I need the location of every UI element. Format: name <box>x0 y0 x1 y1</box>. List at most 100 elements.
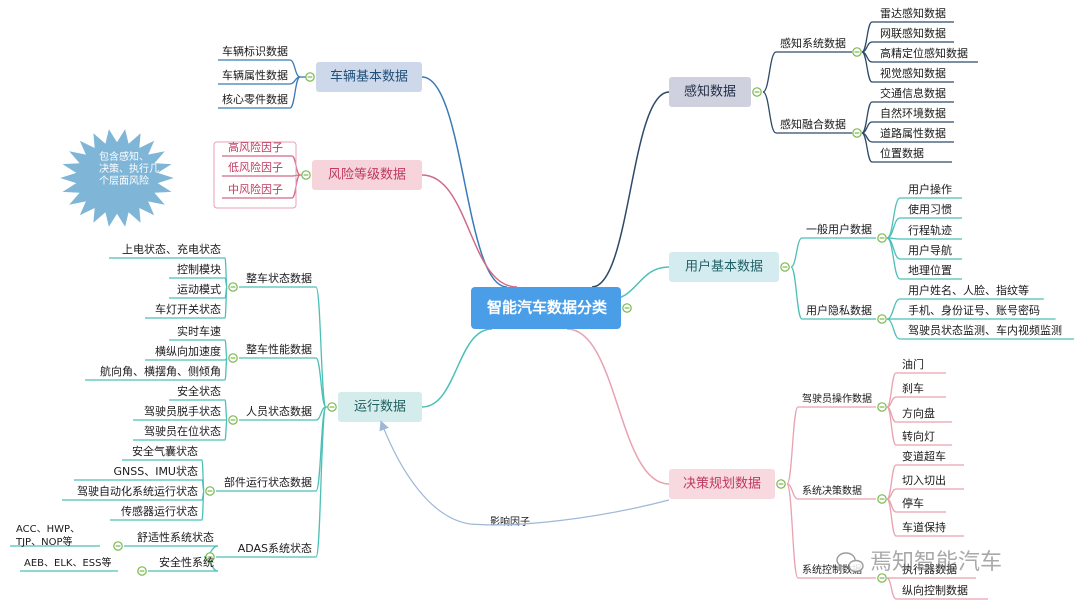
main-topic-box <box>316 62 422 92</box>
sub-topic: 一般用户数据 <box>806 222 872 236</box>
connector-line <box>224 339 228 359</box>
main-topic-box <box>312 160 422 190</box>
leaf-node: 安全气囊状态 <box>132 444 198 458</box>
leaf-node: 高风险因子 <box>228 140 283 154</box>
connector-line <box>224 399 228 421</box>
leaf-node: 车辆属性数据 <box>222 68 288 82</box>
leaf-node: 实时车速 <box>177 324 221 338</box>
branch-line <box>421 328 493 408</box>
collapse-toggle[interactable] <box>622 303 632 313</box>
leaf-node: 驾驶员状态监测、车内视频监测 <box>908 323 1062 337</box>
sub-topic: 整车性能数据 <box>246 342 312 356</box>
sub-topic: 部件运行状态数据 <box>224 475 312 489</box>
leaf-node: 雷达感知数据 <box>880 6 946 20</box>
main-topic[interactable] <box>338 392 422 422</box>
collapse-toggle[interactable] <box>852 128 862 138</box>
main-topic[interactable] <box>312 160 422 190</box>
leaf-node: 自然环境数据 <box>880 106 946 120</box>
leaf-node: 运动模式 <box>177 283 221 296</box>
leaf-node: 用户操作 <box>908 182 952 196</box>
connector-line <box>201 490 205 521</box>
main-topic-label: 感知数据 <box>684 84 736 100</box>
collapse-toggle[interactable] <box>228 282 238 292</box>
collapse-toggle[interactable] <box>877 314 887 324</box>
connector-line <box>786 483 799 579</box>
connector-line <box>886 406 897 446</box>
connector-line <box>224 357 228 381</box>
leaf-node: 横纵向加速度 <box>155 344 221 358</box>
sub-topic: 人员状态数据 <box>246 404 312 418</box>
collapse-toggle[interactable] <box>205 486 215 496</box>
branch-line <box>421 76 508 288</box>
collapse-toggle[interactable] <box>752 87 762 97</box>
leaf-node: 位置数据 <box>880 146 924 160</box>
leaf-node: 执行器数据 <box>902 562 957 576</box>
leaf-node: 用户导航 <box>908 243 952 257</box>
relationship-arrow <box>379 420 670 526</box>
branch-line <box>566 328 670 485</box>
collapse-toggle[interactable] <box>137 566 147 576</box>
main-topic[interactable] <box>669 252 779 282</box>
sub-topic: ADAS系统状态 <box>238 541 312 555</box>
leaf-node: 切入切出 <box>902 473 946 487</box>
collapse-toggle[interactable] <box>305 72 315 82</box>
main-topic[interactable] <box>669 469 775 499</box>
leaf-node: 上电状态、充电状态 <box>122 242 221 256</box>
leaf-node: AEB、ELK、ESS等 <box>24 556 111 569</box>
connector-line <box>762 51 777 93</box>
leaf-node: 驾驶自动化系统运行状态 <box>77 484 198 498</box>
leaf-node: 车灯开关状态 <box>155 302 221 316</box>
connector-line <box>762 91 777 134</box>
sub-topic: 系统决策数据 <box>802 484 862 497</box>
collapse-toggle[interactable] <box>228 415 238 425</box>
connector-line <box>289 76 301 109</box>
connector-line <box>315 406 327 558</box>
collapse-toggle[interactable] <box>113 541 123 551</box>
connector-line <box>861 51 873 83</box>
main-topic-box <box>338 392 422 422</box>
collapse-toggle[interactable] <box>205 552 215 562</box>
collapse-toggle[interactable] <box>877 494 887 504</box>
connector-line <box>886 577 897 600</box>
main-topic-box <box>669 77 751 107</box>
leaf-node: 停车 <box>902 496 924 510</box>
leaf-node: 网联感知数据 <box>880 26 946 40</box>
main-topic-box <box>669 252 779 282</box>
leaf-node: 控制模块 <box>177 262 221 276</box>
collapse-toggle[interactable] <box>301 170 311 180</box>
starburst-shape <box>60 129 174 227</box>
branch-line <box>591 91 670 288</box>
leaf-node: GNSS、IMU状态 <box>113 464 198 478</box>
wechat-icon <box>848 559 864 573</box>
leaf-node: ACC、HWP、TJP、NOP等 <box>15 524 80 548</box>
leaf-node: 航向角、横摆角、侧倾角 <box>100 364 221 378</box>
connector-line <box>315 357 327 408</box>
connector-line <box>790 237 803 268</box>
collapse-toggle[interactable] <box>877 402 887 412</box>
central-topic[interactable] <box>471 287 621 329</box>
connector-line <box>786 483 799 500</box>
main-topic-label: 用户基本数据 <box>685 259 763 275</box>
collapse-toggle[interactable] <box>877 233 887 243</box>
collapse-toggle[interactable] <box>780 262 790 272</box>
main-topic[interactable] <box>669 77 751 107</box>
leaf-node: 油门 <box>902 357 924 371</box>
connector-line <box>861 132 873 163</box>
leaf-node: 地理位置 <box>908 263 952 277</box>
collapse-toggle[interactable] <box>228 353 238 363</box>
sub-topic: 感知融合数据 <box>780 117 846 131</box>
sub-topic: 安全性系统 <box>159 555 214 569</box>
connector-line <box>224 419 228 441</box>
central-topic-label: 智能汽车数据分类 <box>487 299 608 317</box>
collapse-toggle[interactable] <box>776 479 786 489</box>
leaf-node: 道路属性数据 <box>880 126 946 140</box>
leaf-node: 车道保持 <box>902 520 946 534</box>
connector-line <box>224 286 228 319</box>
leaf-node: 驾驶员在位状态 <box>144 424 221 438</box>
collapse-toggle[interactable] <box>852 47 862 57</box>
collapse-toggle[interactable] <box>327 402 337 412</box>
main-topic[interactable] <box>316 62 422 92</box>
collapse-toggle[interactable] <box>877 573 887 583</box>
connector-line <box>886 498 897 537</box>
